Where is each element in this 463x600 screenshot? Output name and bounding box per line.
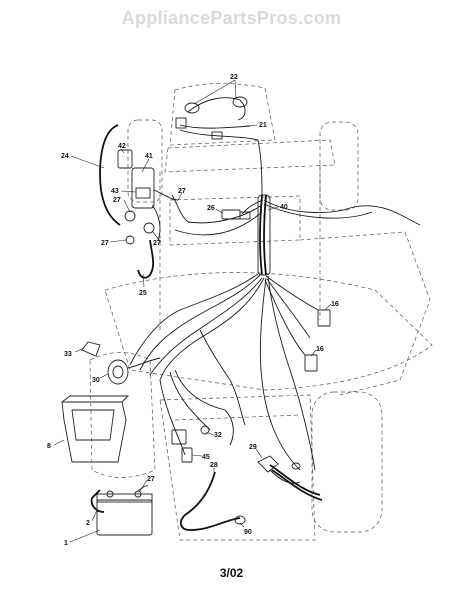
callout-45: 45 <box>202 454 210 461</box>
callout-22: 22 <box>230 74 238 81</box>
callout-33: 33 <box>64 351 72 358</box>
connectors-mid <box>221 194 271 276</box>
callout-43: 43 <box>111 188 119 195</box>
callout-28: 28 <box>210 462 218 469</box>
callout-27-lower-right: 27 <box>153 240 161 247</box>
callout-24: 24 <box>61 153 69 160</box>
callout-90: 90 <box>244 529 252 536</box>
callout-8: 8 <box>47 443 51 450</box>
callout-41: 41 <box>145 153 153 160</box>
page-footer-date: 3/02 <box>219 566 244 580</box>
callout-30: 30 <box>92 377 100 384</box>
callout-21: 21 <box>259 122 267 129</box>
leader-lines <box>53 79 332 543</box>
callout-42: 42 <box>118 143 126 150</box>
headlight-harness <box>175 96 263 196</box>
callout-25: 25 <box>139 290 147 297</box>
callout-26: 26 <box>207 205 215 212</box>
battery-box <box>61 395 130 463</box>
rear-components <box>171 425 301 531</box>
ignition-switch <box>107 357 161 385</box>
ground-strap <box>81 341 101 357</box>
left-harness <box>99 124 189 279</box>
callout-labels: 22 21 24 42 41 43 27 27 26 40 27 27 25 1… <box>47 74 339 547</box>
callout-16-upper: 16 <box>331 301 339 308</box>
callout-29: 29 <box>249 444 257 451</box>
callout-27-battery: 27 <box>147 476 155 483</box>
callout-40: 40 <box>280 204 288 211</box>
callout-27-left: 27 <box>113 197 121 204</box>
tractor-outline <box>89 83 433 541</box>
callout-27-upper: 27 <box>178 188 186 195</box>
callout-27-lower-left: 27 <box>101 240 109 247</box>
switches-16 <box>304 309 331 372</box>
callout-2: 2 <box>86 520 90 527</box>
callout-1: 1 <box>64 540 68 547</box>
callout-32: 32 <box>214 432 222 439</box>
callout-16-lower: 16 <box>316 346 324 353</box>
watermark: AppliancePartsPros.com <box>121 8 342 28</box>
battery <box>90 485 153 536</box>
